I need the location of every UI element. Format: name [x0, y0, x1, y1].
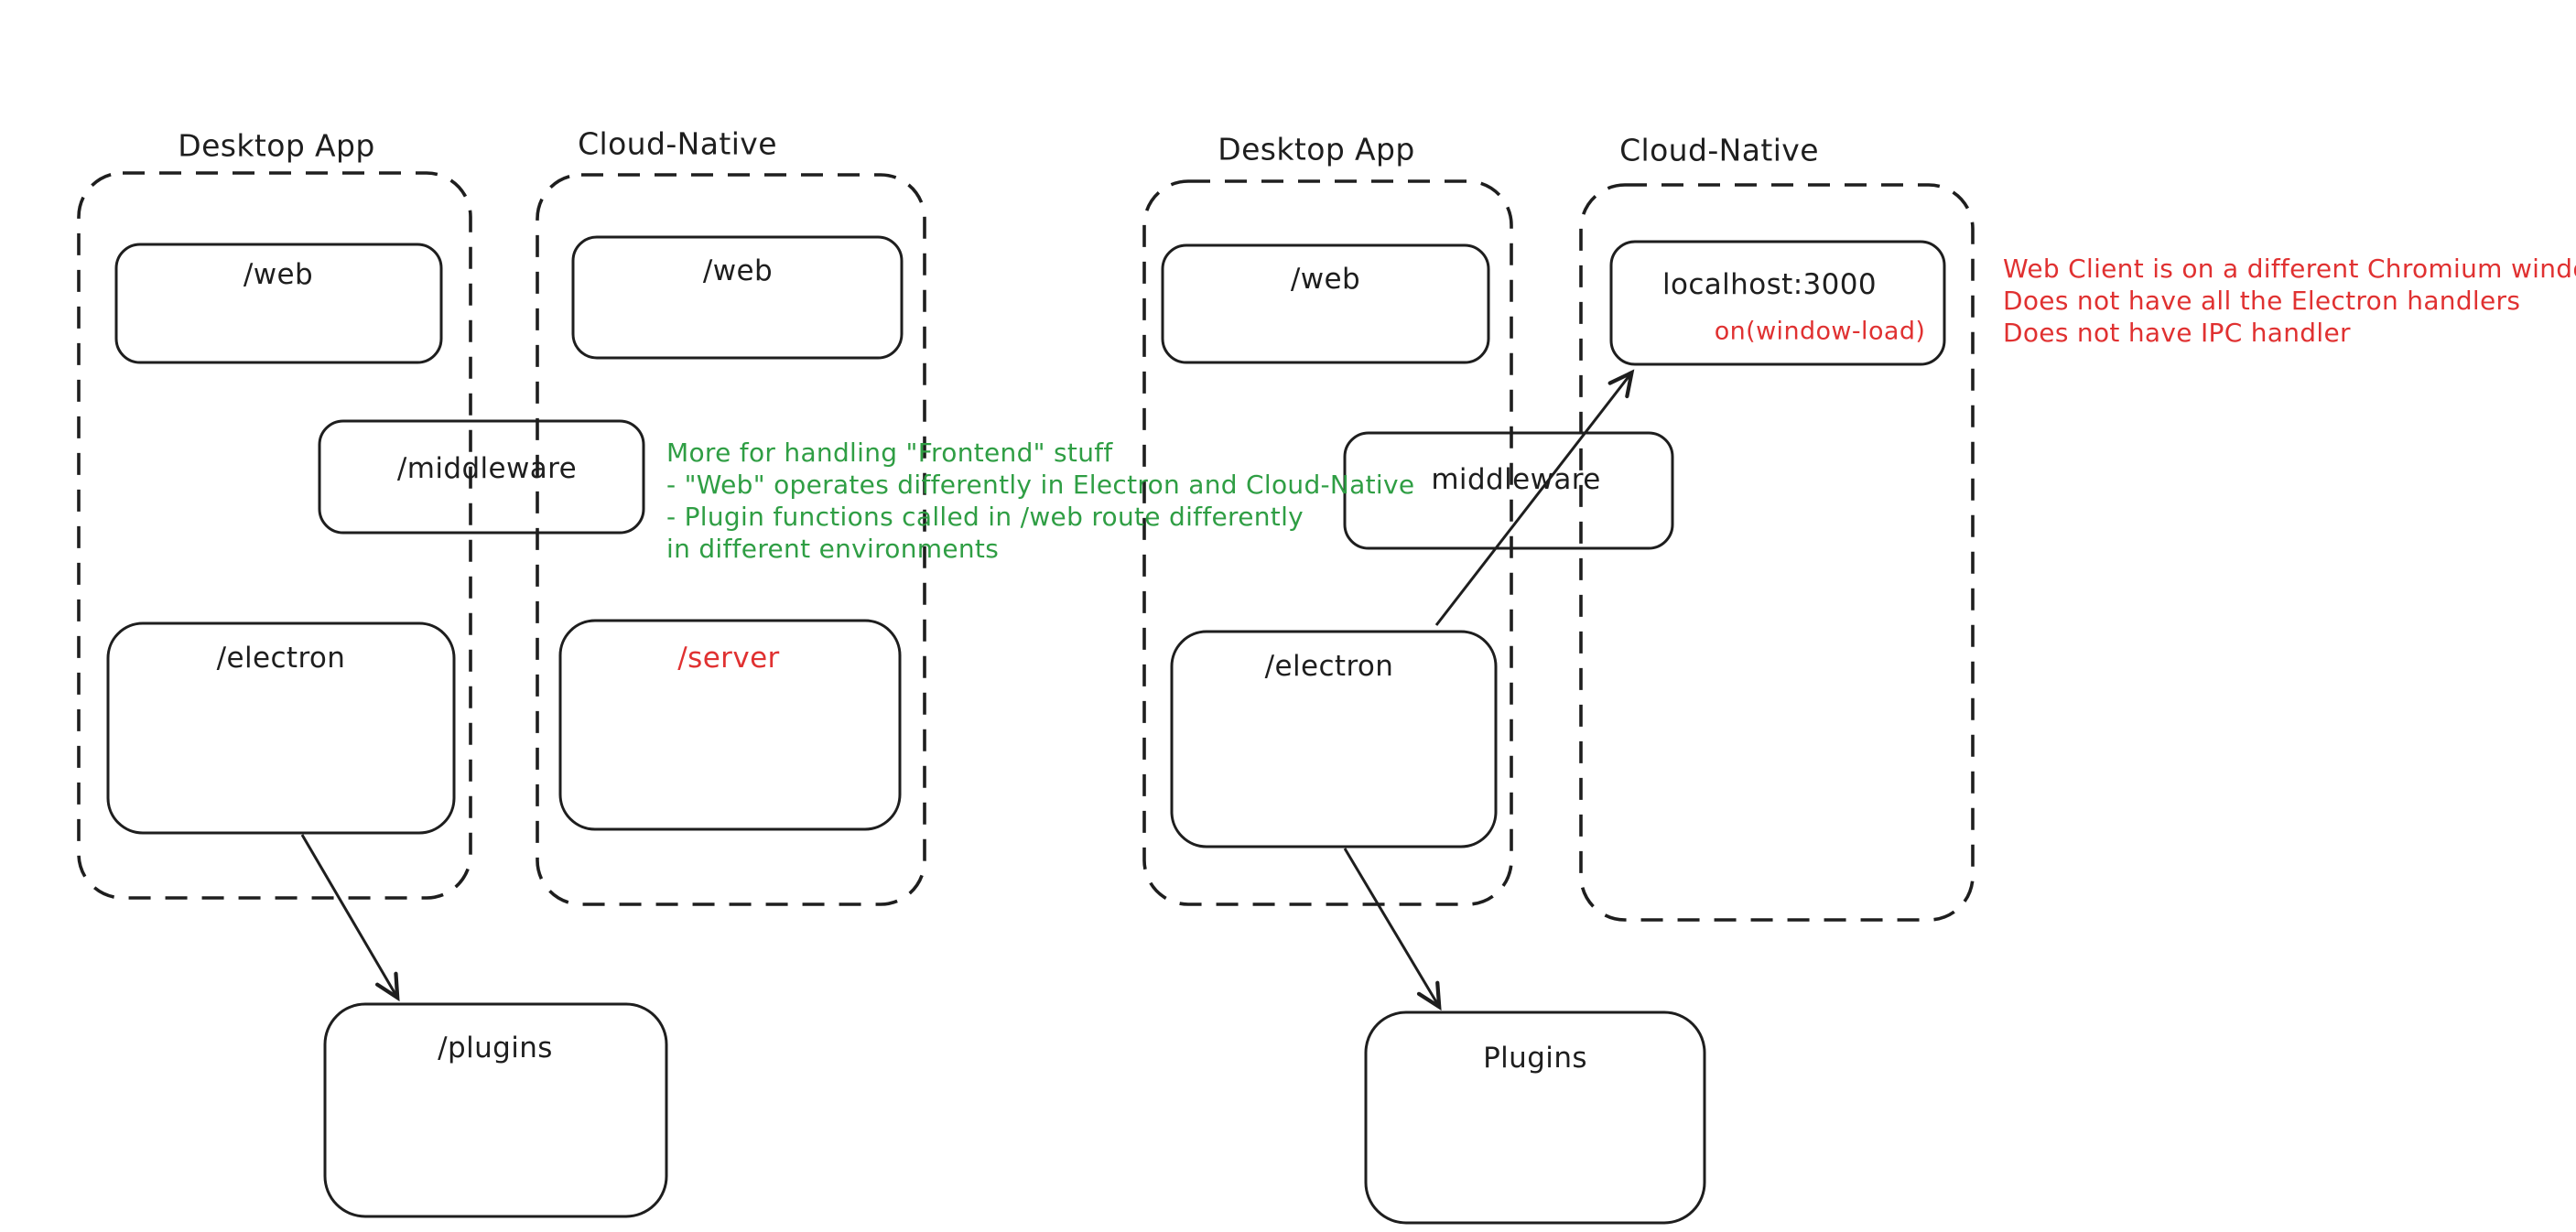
right-cloud-native-group: [1579, 183, 1975, 922]
left-electron-to-plugins-arrow: [300, 834, 400, 1002]
left-cloud-native-group: [536, 173, 926, 906]
left-plugins-label: /plugins: [438, 1032, 553, 1064]
note-line: More for handling "Frontend" stuff: [666, 438, 1113, 468]
note-line: - "Web" operates differently in Electron…: [666, 470, 1415, 500]
note-line: Web Client is on a different Chromium wi…: [2003, 254, 2576, 284]
left-server-label: /server: [677, 642, 780, 675]
left-plugins-box: [323, 1002, 668, 1218]
right-middleware-label: middleware: [1431, 463, 1601, 496]
right-cloud-native-label: Cloud-Native: [1619, 132, 1819, 168]
green-note: More for handling "Frontend" stuff - "We…: [666, 437, 1414, 565]
red-note: Web Client is on a different Chromium wi…: [2003, 253, 2576, 349]
right-plugins-label: Plugins: [1483, 1042, 1587, 1075]
right-on-window-load-label: on(window-load): [1714, 317, 1926, 346]
right-localhost-box: [1609, 240, 1946, 366]
note-line: - Plugin functions called in /web route …: [666, 502, 1304, 532]
left-middleware-box: [318, 419, 645, 535]
note-line: in different environments: [666, 534, 1000, 564]
right-web-desktop-label: /web: [1290, 263, 1361, 296]
right-middleware-box: [1343, 431, 1674, 550]
note-line: Does not have all the Electron handlers: [2003, 286, 2521, 316]
left-desktop-app-group: [77, 171, 472, 900]
right-plugins-box: [1364, 1010, 1706, 1225]
left-web-cloud-label: /web: [702, 254, 774, 287]
right-desktop-app-label: Desktop App: [1218, 131, 1415, 168]
right-electron-to-plugins-arrow: [1343, 848, 1442, 1011]
right-electron-to-localhost-arrow: [1434, 369, 1635, 626]
left-server-box: [558, 619, 902, 831]
right-desktop-app-group: [1142, 179, 1513, 906]
left-electron-label: /electron: [216, 642, 346, 675]
left-middleware-label: /middleware: [396, 452, 578, 485]
left-cloud-native-label: Cloud-Native: [578, 125, 777, 162]
right-localhost-label: localhost:3000: [1661, 268, 1878, 301]
right-web-desktop-box: [1161, 243, 1490, 364]
left-web-cloud-box: [571, 235, 904, 360]
left-desktop-app-label: Desktop App: [178, 127, 375, 164]
left-web-desktop-label: /web: [243, 258, 314, 291]
note-line: Does not have IPC handler: [2003, 318, 2351, 348]
right-electron-box: [1170, 630, 1498, 848]
right-electron-label: /electron: [1264, 650, 1394, 683]
left-electron-box: [106, 621, 456, 835]
left-web-desktop-box: [114, 243, 443, 364]
